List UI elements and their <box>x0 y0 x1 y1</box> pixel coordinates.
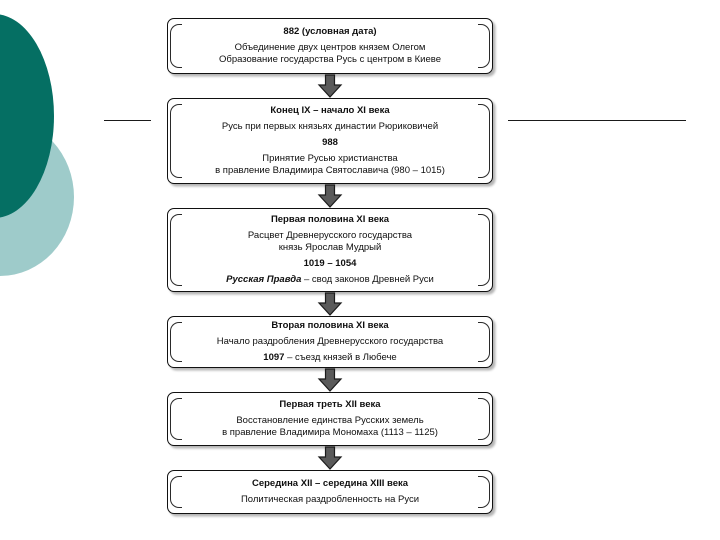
flow-line: Конец IX – начало XI века <box>270 104 390 116</box>
flow-line: в правление Владимира Мономаха (1113 – 1… <box>222 427 438 439</box>
down-arrow-icon <box>316 368 344 392</box>
flow-line: Образование государства Русь с центром в… <box>218 54 442 66</box>
flow-line: Русская Правда – свод законов Древней Ру… <box>226 274 434 286</box>
down-arrow-icon <box>316 74 344 98</box>
flow-line: Русь при первых князьях династии Рюриков… <box>221 120 439 132</box>
flow-line: князь Ярослав Мудрый <box>278 241 382 253</box>
flow-line: 1019 – 1054 <box>303 258 357 270</box>
horizontal-rule-left <box>104 120 151 121</box>
flow-line: Первая половина XI века <box>270 213 390 225</box>
flow-line: Политическая раздробленность на Руси <box>240 494 420 505</box>
flow-line: Вторая половина XI века <box>271 319 389 331</box>
flow-line: Расцвет Древнерусского государства <box>247 229 413 241</box>
flow-line: Середина XII – середина XIII века <box>251 477 409 489</box>
down-arrow-icon <box>316 184 344 208</box>
plain-text: – съезд князей в Любече <box>284 352 397 364</box>
down-arrow-icon <box>316 446 344 470</box>
emphasis-text: Русская Правда <box>226 274 302 286</box>
plain-text: – свод законов Древней Руси <box>301 274 434 286</box>
flow-line: 1097 – съезд князей в Любече <box>263 352 396 364</box>
horizontal-rule-right <box>508 120 686 121</box>
flow-line: в правление Владимира Святославича (980 … <box>215 165 445 177</box>
flow-line: Восстановление единства Русских земель <box>236 414 424 426</box>
flow-line: Начало раздробления Древнерусского госуд… <box>216 335 444 347</box>
down-arrow-icon <box>316 292 344 316</box>
box-882: 882 (условная дата) Объединение двух цент… <box>167 18 493 74</box>
flow-line: Объединение двух центров князем Олегом <box>234 41 426 53</box>
emphasis-text: 1097 <box>263 352 285 364</box>
flow-line: Первая треть XII века <box>279 398 381 410</box>
flow-line: 988 <box>322 136 338 148</box>
flow-line: 882 (условная дата) <box>283 25 377 37</box>
flow-line: Принятие Русью христианства <box>262 153 398 165</box>
